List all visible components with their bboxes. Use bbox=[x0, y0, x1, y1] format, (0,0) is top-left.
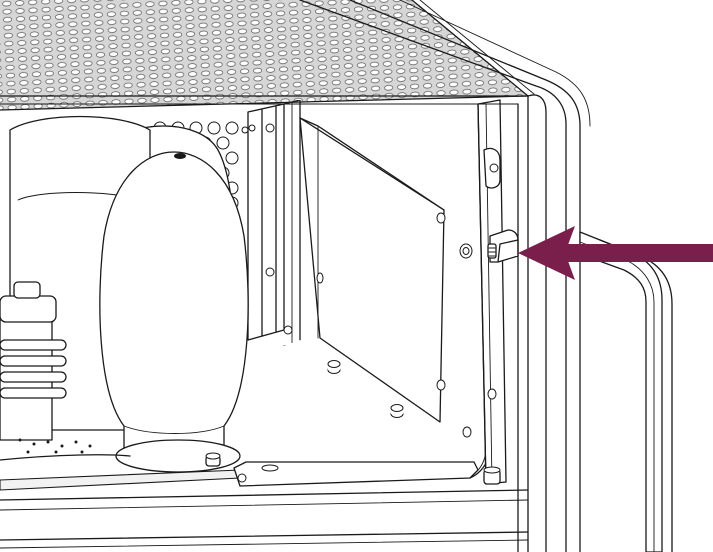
perforated-top-panel bbox=[0, 0, 535, 111]
floor-rail bbox=[0, 419, 495, 491]
arrow-shaft bbox=[560, 244, 713, 262]
insulator-stack bbox=[0, 281, 67, 441]
arrow-head bbox=[518, 226, 575, 280]
mounting-plate bbox=[299, 117, 473, 438]
door-frame-strip bbox=[477, 99, 507, 485]
callout-arrow-icon bbox=[518, 226, 713, 280]
enclosure-interior bbox=[0, 100, 495, 491]
rear-frame bbox=[283, 100, 301, 347]
bottom-frame bbox=[0, 489, 529, 549]
side-handle bbox=[579, 231, 673, 552]
outer-right-frame bbox=[0, 0, 591, 552]
enclosure-floor bbox=[0, 340, 480, 475]
front-bulb bbox=[99, 151, 249, 473]
latch-clip bbox=[487, 229, 519, 263]
base-rim bbox=[0, 438, 131, 461]
